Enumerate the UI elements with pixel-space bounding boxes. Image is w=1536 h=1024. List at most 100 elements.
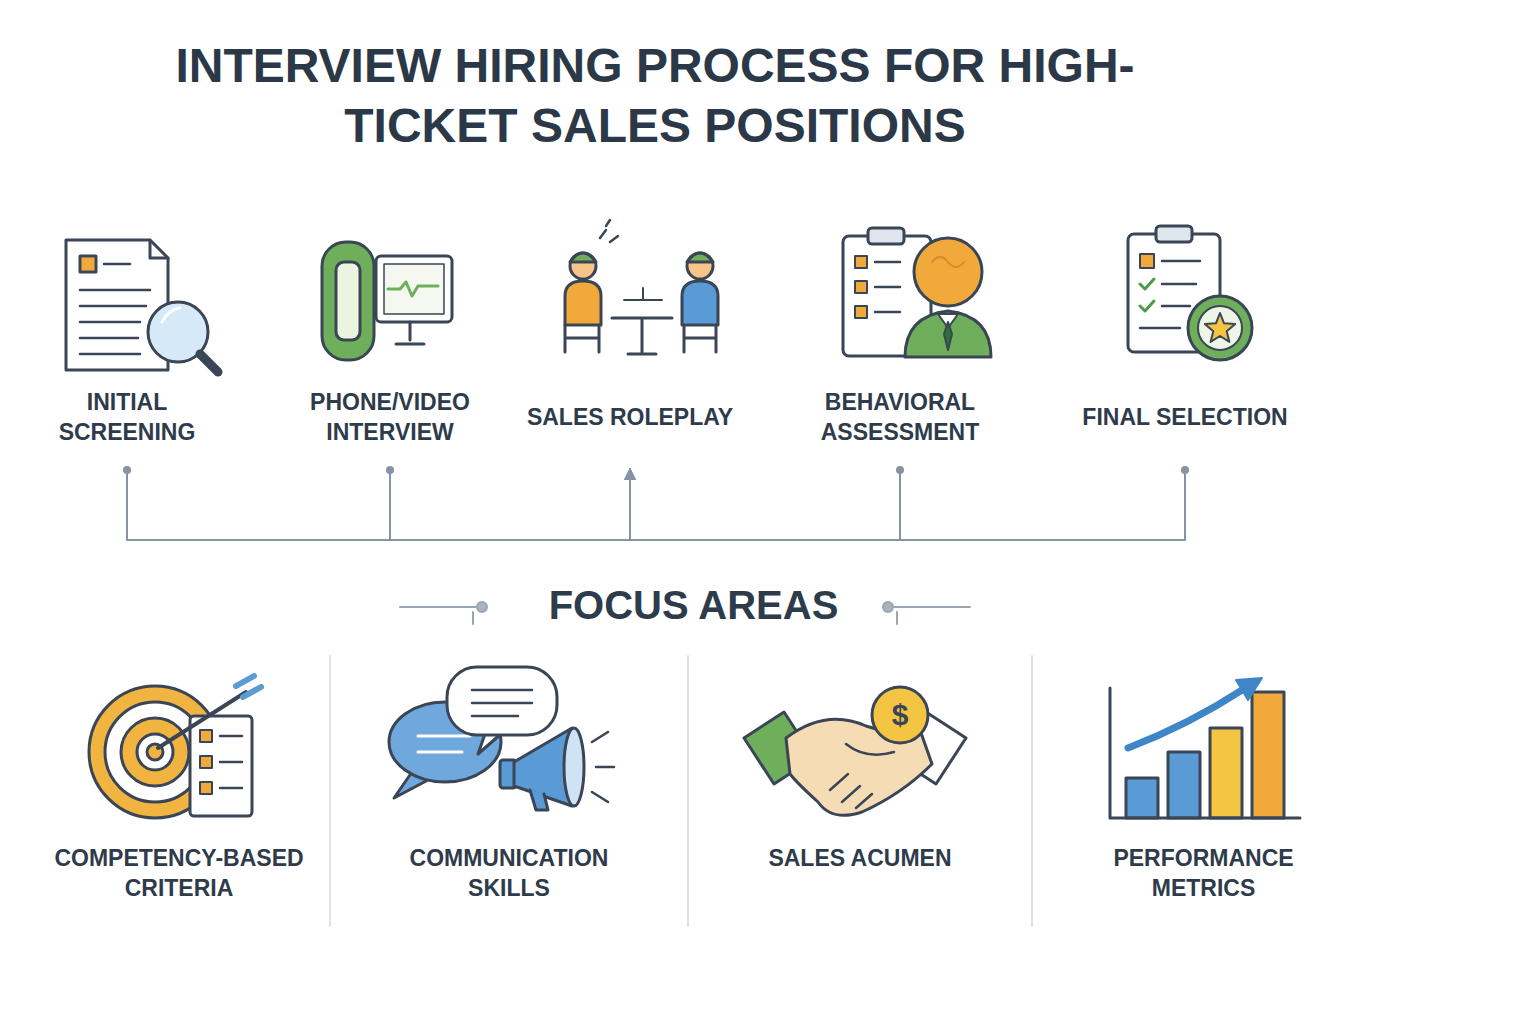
coin-symbol: $	[892, 700, 909, 730]
assessment-icon	[914, 238, 982, 306]
target-icon	[121, 718, 189, 786]
focus-area: SALES ACUMEN	[688, 844, 1032, 882]
stage-label: PHONE/VIDEO INTERVIEW	[285, 388, 495, 448]
focus-label: SALES ACUMEN	[735, 844, 985, 874]
assessment-icon	[855, 256, 867, 268]
selection-icon	[1198, 306, 1242, 350]
roleplay-icon	[565, 325, 599, 352]
bar-chart-icon	[1110, 688, 1300, 818]
handshake-icon	[872, 687, 928, 743]
handshake-icon	[744, 687, 966, 815]
focus-label: COMPETENCY-BASED CRITERIA	[54, 844, 304, 904]
process-stage: BEHAVIORAL ASSESSMENT	[740, 195, 1080, 467]
heading-rule	[400, 607, 476, 624]
document-search-icon	[80, 256, 96, 272]
heading-rule	[883, 602, 893, 612]
roleplay-icon	[687, 253, 713, 279]
process-stage: SALES ROLEPLAY	[485, 195, 802, 467]
roleplay-icon	[687, 253, 713, 262]
focus-area: COMPETENCY-BASED CRITERIA	[20, 844, 338, 912]
process-stage: PHONE/VIDEO INTERVIEW	[233, 195, 547, 467]
flow-connector	[630, 468, 900, 540]
communication-icon	[447, 667, 557, 735]
cell-divider	[687, 656, 689, 926]
communication-icon	[389, 667, 614, 810]
assessment-icon	[932, 257, 964, 267]
process-stage: FINAL SELECTION	[1018, 195, 1357, 467]
focus-panel: FOCUS AREASCOMPETENCY-BASED CRITERIACOMM…	[12, 622, 1375, 958]
communication-icon	[472, 690, 532, 716]
process-stage: INITIAL SCREENING	[12, 195, 295, 467]
assessment-icon	[905, 311, 991, 357]
bar-chart-icon	[1128, 690, 1242, 748]
flow-connector	[390, 468, 630, 540]
phone-video-icon	[388, 282, 438, 296]
heading-rule	[894, 607, 970, 624]
cell-divider	[1031, 656, 1033, 926]
diagram-title: INTERVIEW HIRING PROCESS FOR HIGH-TICKET…	[105, 36, 1205, 155]
stage-label: FINAL SELECTION	[1080, 403, 1290, 433]
target-icon	[200, 730, 212, 742]
bar-chart-icon	[1110, 678, 1300, 818]
handshake-icon	[830, 744, 894, 808]
target-icon	[89, 676, 261, 818]
roleplay-icon	[684, 325, 716, 352]
phone-video-icon	[322, 242, 374, 360]
document-search-icon	[200, 354, 218, 372]
target-icon	[158, 692, 246, 748]
document-search-icon	[162, 308, 180, 322]
roleplay-icon	[565, 281, 601, 325]
chevron-outline	[13, 196, 294, 466]
connector-dot	[386, 466, 394, 474]
assessment-icon	[855, 281, 867, 293]
chevron-outline	[741, 196, 1079, 466]
flow-connector	[630, 468, 1185, 540]
selection-icon	[1205, 313, 1235, 342]
focus-label: COMMUNICATION SKILLS	[384, 844, 634, 904]
roleplay-icon	[682, 281, 718, 325]
assessment-icon	[855, 306, 867, 318]
chevron-outline	[486, 196, 801, 466]
phone-video-icon	[322, 242, 452, 360]
assessment-icon	[944, 322, 952, 350]
assessment-icon	[868, 228, 904, 244]
bar-chart-icon	[1168, 752, 1200, 818]
roleplay-icon	[624, 288, 662, 300]
connector-group	[123, 466, 1189, 540]
communication-icon	[592, 732, 614, 802]
focus-label: PERFORMANCE METRICS	[1079, 844, 1329, 904]
selection-icon	[1140, 254, 1154, 268]
heading-rule	[477, 602, 487, 612]
phone-video-icon	[336, 262, 360, 340]
chevron-outline	[1019, 196, 1356, 466]
selection-icon	[1128, 226, 1252, 360]
communication-icon	[418, 736, 470, 752]
cell-divider	[329, 656, 331, 926]
assessment-icon	[843, 228, 991, 357]
target-icon	[236, 676, 261, 697]
stage-label: INITIAL SCREENING	[22, 388, 232, 448]
target-icon	[137, 734, 173, 770]
selection-icon	[1188, 296, 1252, 360]
panel-heading: FOCUS AREAS	[533, 581, 855, 629]
connector-dot	[123, 466, 131, 474]
bar-chart-icon	[1126, 778, 1158, 818]
target-icon	[200, 782, 212, 794]
communication-icon	[564, 728, 584, 806]
connector-dot	[896, 466, 904, 474]
selection-icon	[1156, 226, 1192, 242]
target-icon	[200, 756, 212, 768]
roleplay-icon	[565, 220, 718, 354]
chevron-outline	[234, 196, 546, 466]
roleplay-icon	[612, 318, 672, 354]
stage-label: SALES ROLEPLAY	[525, 403, 735, 433]
stage-label: BEHAVIORAL ASSESSMENT	[795, 388, 1005, 448]
phone-video-icon	[396, 322, 424, 344]
document-search-icon	[66, 240, 218, 372]
document-search-icon	[150, 240, 168, 258]
communication-icon	[530, 790, 548, 810]
roleplay-icon	[570, 253, 596, 262]
flow-connector	[127, 468, 630, 540]
bar-chart-icon	[1252, 692, 1284, 818]
